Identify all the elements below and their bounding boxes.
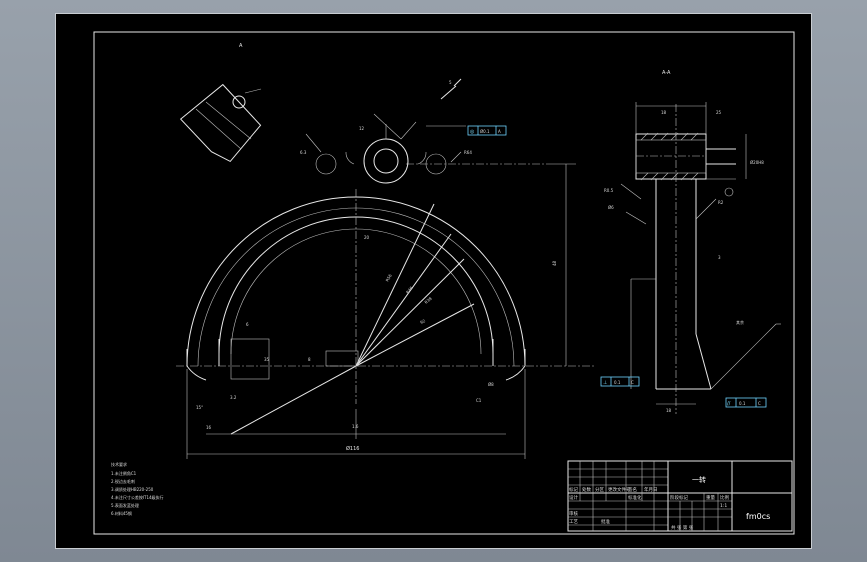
dim-c1: C1	[476, 398, 482, 403]
tb-stage: 阶段标记	[670, 494, 688, 501]
dim-92: 92	[419, 318, 426, 325]
tech-note-3: 3.调质处理HB220-250	[111, 486, 154, 492]
surface-note: 其余	[736, 319, 744, 325]
dim-3: 3	[718, 255, 721, 260]
dim-phi6: Ø6	[608, 205, 614, 210]
tb-sheet: 共 张 第 张	[671, 524, 694, 531]
fcf3-datum: C	[758, 401, 761, 406]
fcf-left: ⊥ 0.1 C	[600, 376, 640, 387]
drawing-code: fm0cs	[746, 512, 770, 521]
dim-6: 6	[246, 322, 249, 327]
tb-count: 处数	[582, 486, 591, 493]
tb-date: 年月日	[644, 486, 658, 493]
dim-15deg: 15°	[196, 405, 203, 410]
dim-phi8: Ø8	[488, 382, 494, 387]
tech-note-6: 6.材料45钢	[111, 510, 132, 516]
radial-line-3	[355, 258, 465, 367]
top-boss-inner	[373, 148, 399, 174]
tb-zone: 分区	[595, 486, 604, 493]
dim-r46: R46	[405, 285, 414, 295]
radial-line-1	[355, 203, 435, 367]
view-label-aa: A-A	[662, 70, 671, 76]
dim-r64: R64	[464, 150, 472, 155]
radial-line-2	[355, 233, 452, 367]
fcf1-tol: Ø0.1	[480, 129, 490, 134]
fcf-right: // 0.1 C	[725, 397, 767, 408]
drawing-canvas: R64 R56 R46 R38 92 48 20 35 6 8 Ø8 C1 15…	[93, 31, 795, 535]
tb-scale: 比例	[720, 494, 729, 501]
dim-18: 18	[661, 110, 667, 115]
tb-sign: 签名	[628, 486, 637, 493]
tech-notes: 技术要求 1.未注倒角C1 2.锐边去毛刺 3.调质处理HB220-250 4.…	[111, 461, 164, 516]
tech-note-1: 1.未注倒角C1	[111, 470, 137, 476]
radial-line-4	[355, 303, 475, 367]
dim-3p2: 3.2	[230, 395, 237, 400]
section-view: A-A	[604, 70, 781, 414]
top-boss-outer	[363, 138, 409, 184]
dim-12: 12	[359, 126, 365, 131]
tb-standard: 标准化	[628, 494, 642, 501]
tb-design: 设计	[569, 494, 578, 501]
detail-view	[179, 83, 262, 163]
view-label-a: A	[239, 43, 243, 49]
radial-line-5	[230, 365, 357, 435]
tech-note-5: 5.表面发蓝处理	[111, 502, 139, 508]
dim-48: 48	[552, 260, 557, 266]
dim-r0p5: R0.5	[604, 188, 614, 193]
dim-20: 20	[364, 235, 370, 240]
tb-process: 工艺	[569, 519, 578, 525]
inner-arc-2	[230, 228, 482, 355]
tb-audit: 审核	[569, 510, 578, 517]
tb-change-doc: 更改文件号	[608, 486, 631, 493]
fcf-top: ◎ Ø0.1 A	[467, 125, 507, 136]
dim-5: 5	[449, 80, 452, 85]
tb-weight: 重量	[706, 494, 715, 501]
tb-mark: 标记	[569, 486, 578, 493]
part-name: 一转	[692, 475, 706, 484]
title-block: 标记 处数 分区 更改文件号 签名 年月日 设计 标准化 阶段标记 重量 比例 …	[567, 460, 793, 532]
dim-r56: R56	[385, 273, 393, 283]
fcf2-symbol: ⊥	[603, 380, 607, 386]
tb-scale-value: 1:1	[720, 503, 727, 509]
tb-approve: 批准	[601, 518, 610, 525]
fcf1-datum: A	[498, 129, 501, 134]
tech-note-2: 2.锐边去毛刺	[111, 478, 135, 484]
dim-35: 35	[264, 357, 270, 362]
fcf3-tol: 0.1	[739, 401, 746, 406]
tech-note-4: 4.未注尺寸公差按IT14级执行	[111, 494, 164, 500]
front-view: R64 R56 R46 R38 92 48 20 35 6 8 Ø8 C1 15…	[176, 43, 596, 459]
fcf2-tol: 0.1	[614, 380, 621, 385]
inner-border	[93, 31, 795, 535]
dim-16: 16	[206, 425, 212, 430]
fcf3-symbol: //	[727, 401, 731, 407]
dim-r38: R38	[423, 296, 433, 305]
dim-r2: R2	[718, 200, 724, 205]
dim-8: 8	[308, 357, 311, 362]
tech-notes-title: 技术要求	[111, 461, 127, 467]
dim-section-width: 18	[666, 408, 672, 413]
drawing-sheet[interactable]: R64 R56 R46 R38 92 48 20 35 6 8 Ø8 C1 15…	[55, 13, 812, 549]
dim-25: 25	[716, 110, 722, 115]
dim-phi20h8: Ø20H8	[750, 160, 764, 165]
dim-6p3: 6.3	[300, 150, 307, 155]
dim-1p6: 1.6	[352, 424, 359, 429]
overall-dim: Ø116	[346, 445, 359, 452]
fcf1-symbol: ◎	[470, 129, 475, 135]
fcf2-datum: C	[631, 380, 634, 385]
